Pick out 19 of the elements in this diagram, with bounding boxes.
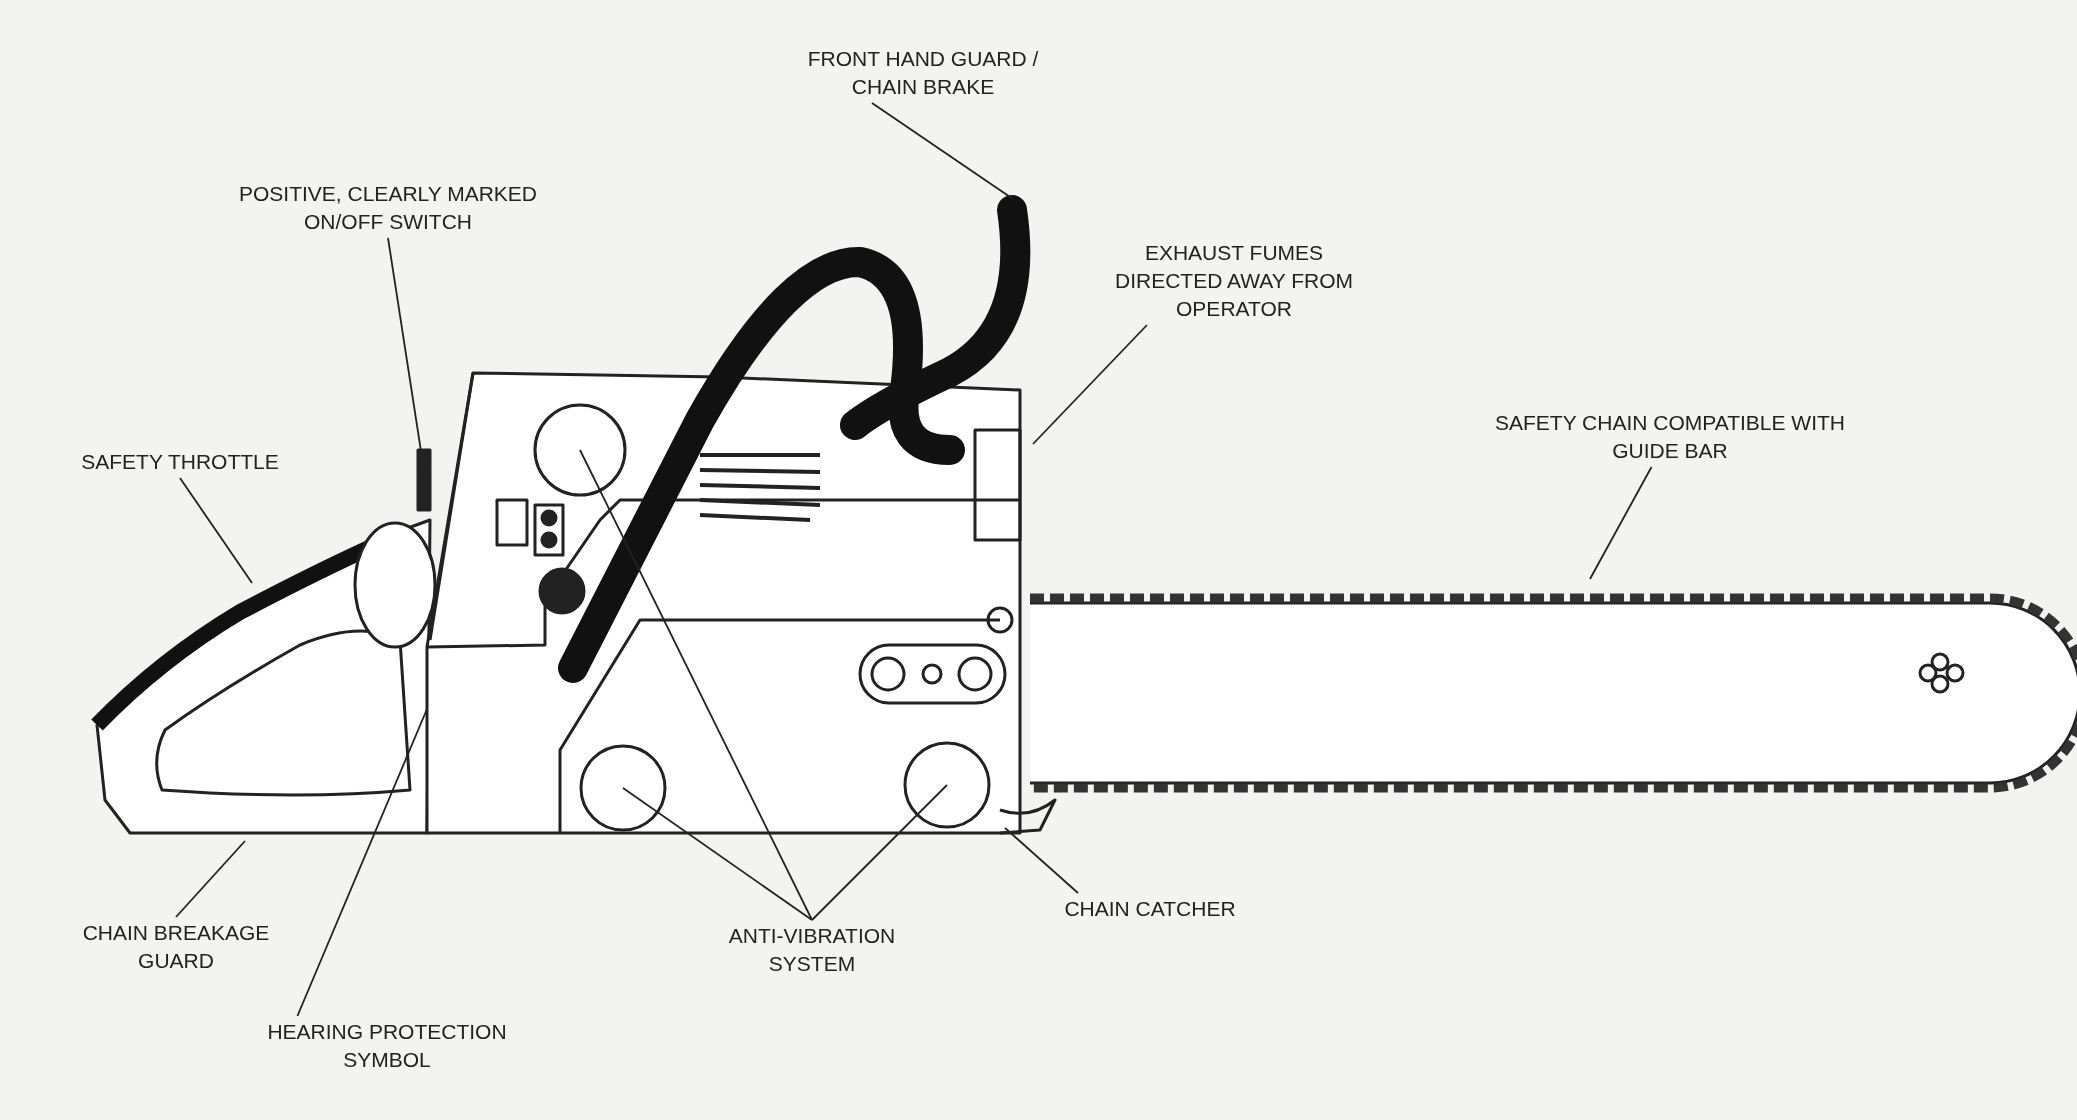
callout-label: CHAIN CATCHER bbox=[1063, 896, 1237, 922]
callout-label: HEARING PROTECTION SYMBOL bbox=[266, 1019, 508, 1073]
leader-line bbox=[811, 784, 948, 921]
leader-line bbox=[1589, 466, 1653, 580]
callout-label: CHAIN BREAKAGE GUARD bbox=[81, 920, 271, 974]
leader-line bbox=[1032, 324, 1148, 445]
callout-label: POSITIVE, CLEARLY MARKED ON/OFF SWITCH bbox=[238, 181, 538, 235]
callout-label: SAFETY CHAIN COMPATIBLE WITH GUIDE BAR bbox=[1493, 410, 1846, 464]
leader-line bbox=[296, 708, 428, 1017]
leader-line bbox=[579, 449, 813, 921]
callout-label: FRONT HAND GUARD / CHAIN BRAKE bbox=[806, 46, 1040, 100]
leader-line bbox=[871, 102, 1014, 200]
leader-line bbox=[175, 840, 246, 918]
callout-label: ANTI-VIBRATION SYSTEM bbox=[727, 923, 897, 977]
callout-label: SAFETY THROTTLE bbox=[80, 449, 280, 475]
leader-line bbox=[622, 787, 813, 921]
leader-line bbox=[1004, 827, 1079, 894]
leader-line bbox=[179, 477, 253, 584]
callout-label: EXHAUST FUMES DIRECTED AWAY FROM OPERATOR bbox=[1114, 240, 1354, 322]
